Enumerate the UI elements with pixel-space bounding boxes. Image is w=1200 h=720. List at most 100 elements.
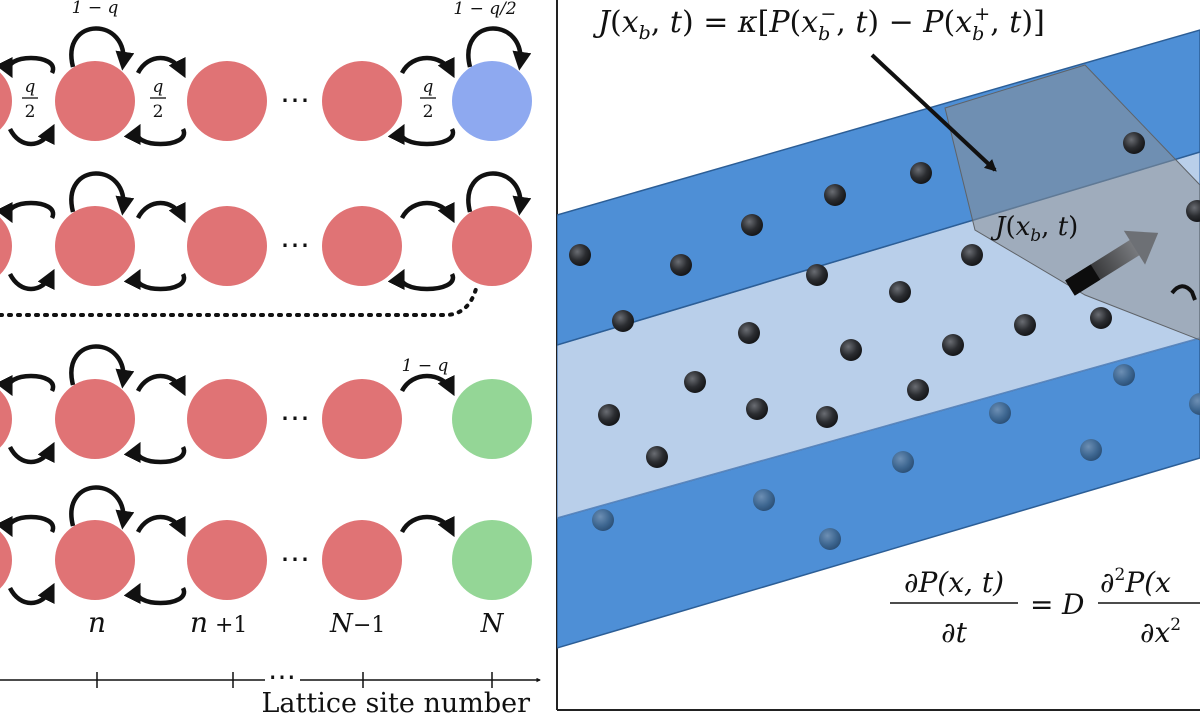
stay-loop-arrow — [69, 26, 135, 71]
site-label-N-minus-1-suffix: −1 — [353, 613, 385, 638]
stay-loop-arrow — [466, 26, 532, 71]
stay-loop-arrow — [69, 485, 135, 530]
partial-curve-glyph — [1170, 284, 1197, 301]
particle — [646, 446, 668, 468]
dotted-divider — [0, 283, 479, 317]
hop-arrow-left — [0, 55, 56, 79]
hop-arrow-right — [399, 373, 455, 397]
particle — [892, 451, 914, 473]
lattice-site — [0, 72, 12, 130]
lattice-row: ⋯ — [0, 485, 532, 606]
hop-probability-denominator: 2 — [153, 102, 164, 122]
hop-probability-numerator: q — [153, 77, 164, 97]
site-label-n-plus-1-suffix: +1 — [215, 613, 247, 638]
lattice-site — [322, 61, 402, 141]
particle — [612, 310, 634, 332]
flux-label: J(xb, t) — [990, 212, 1078, 246]
svg-text:∂2P(x: ∂2P(x — [1100, 565, 1171, 599]
boundary-site — [452, 206, 532, 286]
particle — [569, 244, 591, 266]
site-ellipsis: ⋯ — [280, 542, 310, 577]
hop-probability-denominator: 2 — [25, 102, 36, 122]
particle — [824, 184, 846, 206]
hop-arrow-left — [0, 200, 56, 224]
particle — [741, 214, 763, 236]
site-ellipsis: ⋯ — [280, 83, 310, 118]
lattice-site — [322, 206, 402, 286]
site-labels: n n +1 N −1 N — [88, 606, 505, 639]
lattice-site — [0, 531, 12, 589]
particle — [670, 254, 692, 276]
particle — [816, 406, 838, 428]
svg-text:D: D — [1061, 588, 1084, 621]
boundary-loop-label: 1 − q/2 — [453, 0, 516, 19]
hop-arrow-left — [123, 268, 187, 292]
lattice-site — [187, 379, 267, 459]
hop-arrow-left — [0, 514, 56, 538]
diffusion-channel-panel: J(xb, t) J(xb, t) = κ[P(xb−, t) − P(xb+,… — [557, 3, 1200, 649]
lattice-row: ⋯ 1 − q 1 − q/2 q 2 q 2 q 2 — [0, 0, 532, 147]
hop-probability-numerator: q — [423, 77, 434, 97]
stay-loop-arrow — [69, 344, 135, 389]
lattice-site — [187, 206, 267, 286]
hop-arrow-right — [135, 373, 186, 397]
hop-arrow-right — [399, 514, 455, 538]
particle — [1186, 200, 1200, 222]
site-label-N-minus-1: N — [329, 609, 354, 639]
lattice-site — [0, 217, 12, 275]
lattice-row: ⋯ — [0, 171, 532, 292]
particle — [942, 334, 964, 356]
loop-probability-label: 1 − q — [72, 0, 119, 18]
particle — [840, 339, 862, 361]
hop-probability-numerator: q — [25, 77, 36, 97]
svg-text:∂P(x, t): ∂P(x, t) — [904, 566, 1004, 599]
hop-arrow-left — [123, 123, 187, 147]
axis-label: Lattice site number — [262, 688, 531, 719]
hop-probability-denominator: 2 — [423, 102, 434, 122]
boundary-site — [452, 379, 532, 459]
particle — [961, 244, 983, 266]
lattice-panel: ⋯ 1 − q 1 − q/2 q 2 q 2 q 2 ⋯ ⋯ 1 − q ⋯ n n +1 N −1 … — [0, 0, 541, 719]
particle — [592, 509, 614, 531]
hop-arrow-right — [7, 582, 55, 606]
site-label-n-plus-1: n — [190, 606, 208, 639]
boundary-site — [452, 520, 532, 600]
particle — [684, 371, 706, 393]
site-ellipsis: ⋯ — [280, 401, 310, 436]
svg-text:∂x2: ∂x2 — [1140, 615, 1181, 649]
hop-arrow-right — [7, 268, 55, 292]
lattice-site — [322, 379, 402, 459]
lattice-site — [0, 390, 12, 448]
lattice-axis: ⋯ Lattice site number — [0, 660, 541, 719]
lattice-site — [55, 206, 135, 286]
site-label-n: n — [88, 606, 106, 639]
hop-arrow-left — [387, 123, 456, 147]
hop-arrow-right — [135, 200, 186, 224]
particle — [907, 379, 929, 401]
particle — [598, 404, 620, 426]
lattice-site — [55, 520, 135, 600]
boundary-site — [452, 61, 532, 141]
particle — [753, 489, 775, 511]
particle — [910, 162, 932, 184]
particle — [989, 402, 1011, 424]
hop-arrow-right — [135, 55, 186, 79]
lattice-site — [55, 61, 135, 141]
lattice-site — [187, 520, 267, 600]
hop-arrow-left — [387, 268, 456, 292]
lattice-site — [322, 520, 402, 600]
particle — [1080, 439, 1102, 461]
axis-ellipsis: ⋯ — [268, 660, 296, 693]
stay-loop-arrow — [466, 171, 532, 216]
flux-direction-arrow — [1065, 230, 1159, 296]
flux-pointer-arrow — [870, 53, 997, 172]
hop-arrow-left — [0, 373, 56, 397]
absorb-probability-label: 1 − q — [402, 356, 449, 376]
svg-text:∂t: ∂t — [941, 616, 967, 649]
hop-arrow-left — [123, 441, 187, 465]
hop-arrow-right — [135, 514, 186, 538]
hop-arrow-left — [123, 582, 187, 606]
particle — [806, 264, 828, 286]
lattice-row: ⋯ 1 − q — [0, 344, 532, 465]
